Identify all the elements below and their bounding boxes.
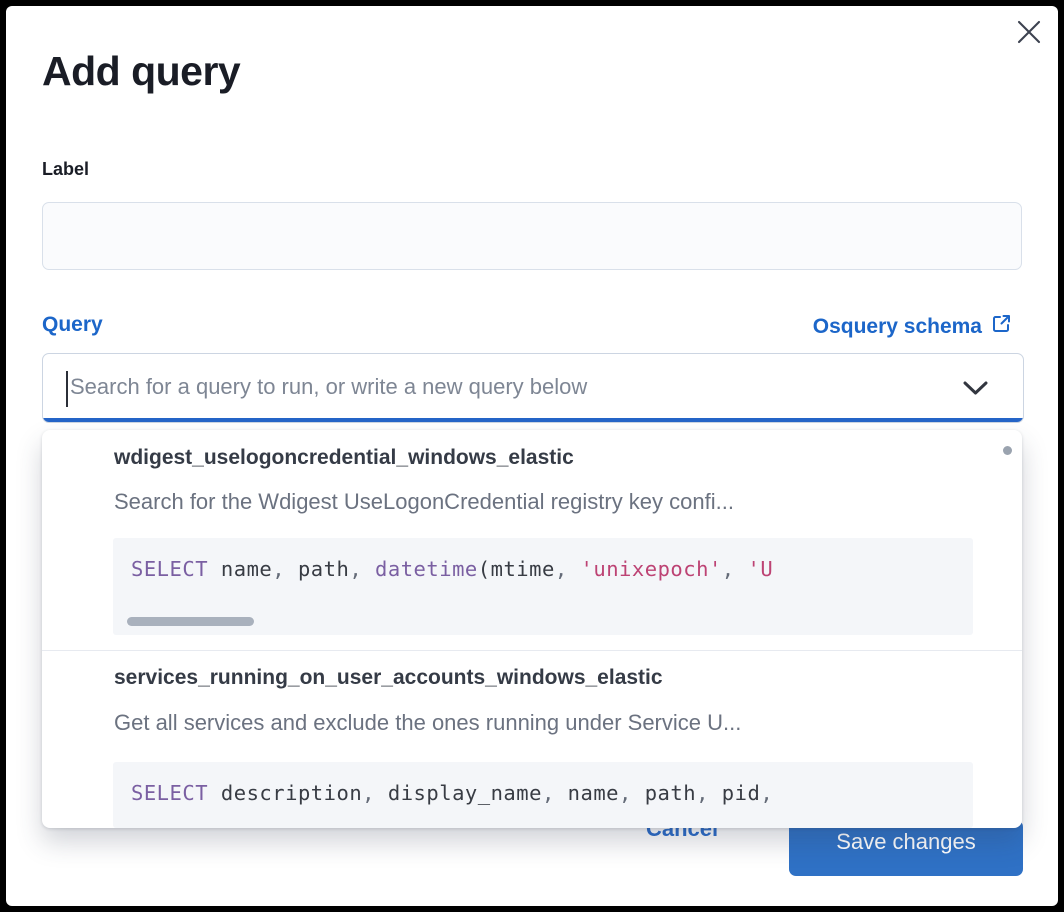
option-code-block: SELECT name, path, datetime(mtime, 'unix… <box>113 538 973 635</box>
query-option-wdigest[interactable]: wdigest_uselogoncredential_windows_elast… <box>42 430 1022 650</box>
osquery-schema-link[interactable]: Osquery schema <box>813 313 1012 340</box>
external-link-icon <box>991 313 1012 340</box>
close-icon <box>1016 19 1042 48</box>
sql-code: SELECT name, path, datetime(mtime, 'unix… <box>131 557 774 581</box>
vertical-scrollbar-thumb[interactable] <box>1003 446 1012 455</box>
horizontal-scrollbar-thumb[interactable] <box>127 617 254 626</box>
save-changes-label: Save changes <box>836 829 976 854</box>
close-button[interactable] <box>1012 16 1046 50</box>
label-input[interactable] <box>42 202 1022 270</box>
query-field-label: Query <box>42 313 103 336</box>
sql-code: SELECT description, display_name, name, … <box>131 781 774 805</box>
option-description: Get all services and exclude the ones ru… <box>114 710 742 735</box>
add-query-modal: Add query Label Query Osquery schema Sea… <box>6 6 1058 906</box>
chevron-down-icon[interactable] <box>962 378 989 403</box>
query-option-services[interactable]: services_running_on_user_accounts_window… <box>42 651 1022 828</box>
osquery-schema-link-label: Osquery schema <box>812 314 982 338</box>
label-field-label: Label <box>42 159 90 179</box>
option-code-block: SELECT description, display_name, name, … <box>113 762 973 828</box>
focus-underline <box>43 418 1023 422</box>
query-combobox[interactable]: Search for a query to run, or write a ne… <box>42 353 1024 423</box>
query-suggestions-dropdown: wdigest_uselogoncredential_windows_elast… <box>42 430 1022 828</box>
option-title: wdigest_uselogoncredential_windows_elast… <box>114 446 574 469</box>
option-description: Search for the Wdigest UseLogonCredentia… <box>114 489 734 514</box>
option-divider <box>42 650 1022 651</box>
text-caret <box>66 371 68 407</box>
modal-title: Add query <box>42 48 241 94</box>
option-title: services_running_on_user_accounts_window… <box>114 666 663 689</box>
query-combobox-placeholder: Search for a query to run, or write a ne… <box>70 374 588 399</box>
save-changes-button[interactable]: Save changes <box>789 820 1023 876</box>
